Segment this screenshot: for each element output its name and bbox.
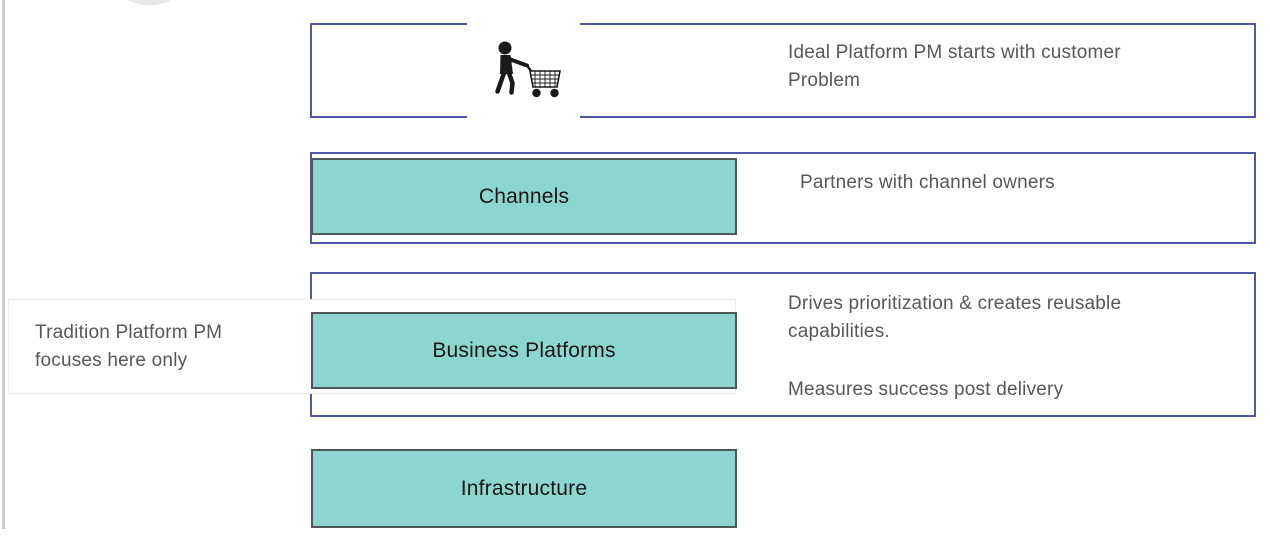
corner-arc-decoration bbox=[128, 0, 170, 6]
business-platforms-note-1: Drives prioritization & creates reusable… bbox=[788, 293, 1122, 342]
slide-edge-line bbox=[2, 0, 5, 529]
tradition-pm-callout-text: Tradition Platform PM focuses here only bbox=[35, 321, 223, 371]
customer-note: Ideal Platform PM starts with customer P… bbox=[788, 42, 1121, 91]
business-platforms-box: Business Platforms bbox=[311, 312, 737, 389]
infrastructure-label: Infrastructure bbox=[460, 476, 588, 500]
business-platforms-note-2: Measures success post delivery bbox=[788, 379, 1064, 400]
channels-label: Channels bbox=[478, 184, 570, 208]
business-platforms-label: Business Platforms bbox=[432, 338, 616, 362]
channels-box: Channels bbox=[311, 158, 737, 235]
infrastructure-box: Infrastructure bbox=[311, 449, 737, 528]
channels-note: Partners with channel owners bbox=[800, 172, 1055, 193]
customer-icon-patch bbox=[467, 11, 580, 128]
person-with-shopping-cart-icon bbox=[494, 41, 561, 97]
